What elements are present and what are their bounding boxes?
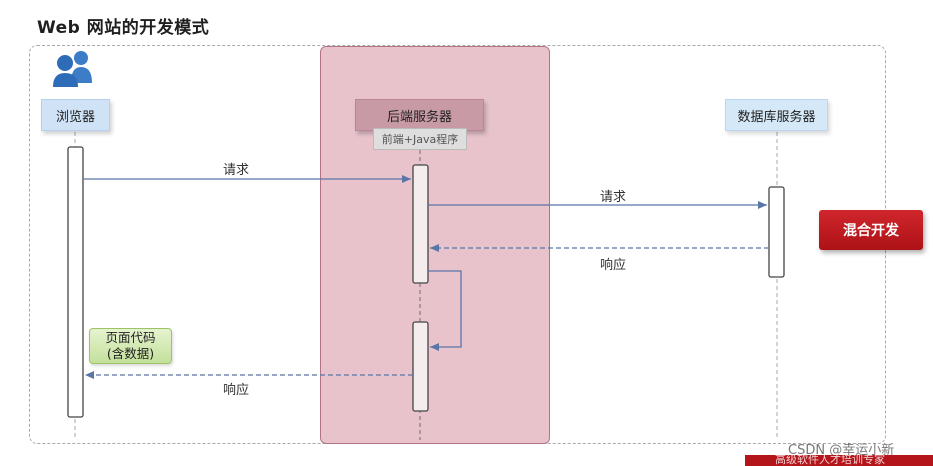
response-label-1: 响应: [600, 258, 627, 273]
response-label-2: 响应: [223, 383, 250, 398]
note-line-1: 页面代码: [105, 330, 156, 345]
backend-subtitle: 前端+Java程序: [373, 128, 467, 150]
mixed-dev-badge: 混合开发: [819, 210, 923, 250]
backend-activation-1: [412, 164, 429, 284]
backend-activation-2: [412, 321, 429, 412]
users-icon: [53, 51, 92, 87]
backend-actor: 后端服务器: [355, 99, 484, 131]
request-label-1: 请求: [223, 163, 250, 178]
browser-activation: [67, 146, 84, 418]
bottom-strip: 高级软件人才培训专家: [745, 455, 933, 466]
self-call-arrow: [428, 270, 462, 351]
page-title: Web 网站的开发模式: [37, 18, 210, 38]
database-activation: [768, 186, 785, 278]
database-actor: 数据库服务器: [725, 99, 828, 131]
browser-actor: 浏览器: [41, 99, 110, 131]
bottom-strip-text: 高级软件人才培训专家: [775, 455, 885, 466]
watermark: CSDN @幸运小新: [788, 443, 895, 458]
page-code-note: 页面代码 (含数据): [89, 328, 172, 364]
request-label-2: 请求: [600, 190, 627, 205]
note-line-2: (含数据): [106, 346, 155, 361]
